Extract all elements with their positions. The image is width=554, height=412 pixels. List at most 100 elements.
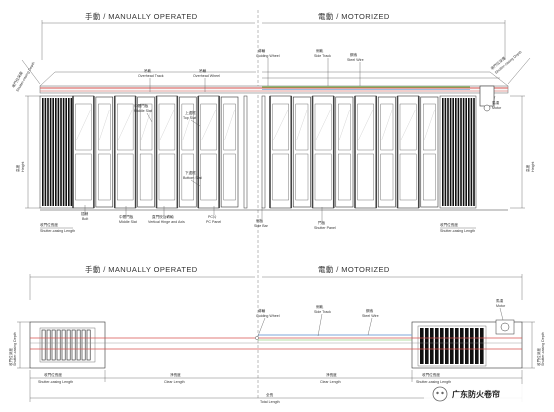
plan-slat (61, 329, 66, 361)
folding-panel (354, 95, 377, 209)
plan-slat (425, 328, 429, 364)
plan-slat (46, 329, 51, 361)
label-steel-wire-en: Steel Wire (347, 58, 364, 62)
hinge-bar (72, 96, 74, 208)
label-overhead-track-en: Overhead Track (138, 74, 164, 78)
folding-panel (218, 96, 239, 208)
label-pc-panel-cn: PC片 (208, 214, 217, 219)
watermark: 广东防火卷帘 (424, 384, 546, 404)
casing-slat (70, 98, 73, 206)
plan-casing-length-left-cn: 收門位長度 (44, 372, 62, 377)
hinge-bar (311, 96, 314, 208)
top-casing-perspective (39, 71, 509, 87)
top-height-right-en: Height (531, 162, 535, 172)
plan-casing-depth-right-en: Shutter-casing Depth (541, 332, 545, 366)
plan-label-guiding-wheel-cn: 導輪 (258, 308, 266, 313)
plan-slat (51, 329, 56, 361)
plan-slat (450, 328, 454, 364)
hinge-bar (332, 96, 335, 208)
folding-panel (269, 95, 292, 209)
folding-panel (93, 96, 114, 208)
casing-slat (447, 98, 449, 206)
pc-pane-upper (338, 103, 351, 151)
plan-clear-length-right-cn: 淨長度 (326, 372, 337, 377)
pc-pane-lower (357, 153, 374, 201)
top-overhead-track (39, 85, 509, 94)
folding-panel (290, 96, 311, 208)
label-top-slat-cn: 上邊框 (185, 110, 196, 115)
plan-casing-length-left-en: Shutter-casing Length (38, 380, 73, 384)
pc-pane-lower (139, 153, 153, 201)
pc-pane-lower (158, 153, 176, 201)
casing-slat (457, 98, 460, 206)
plan-slat (56, 329, 61, 361)
glass-glint (358, 109, 373, 141)
casing-slat (65, 98, 67, 206)
plan-slat (460, 328, 464, 364)
top-left-dimensions (21, 59, 41, 209)
plan-slat (445, 328, 449, 364)
top-height-right-cn: 高度 (525, 164, 530, 172)
hinge-bar (176, 96, 179, 208)
casing-slat (42, 98, 44, 206)
label-middle-slat-cn: 中間門板 (134, 103, 149, 108)
pc-pane-upper (117, 103, 134, 151)
plan-casing-depth-left-cn: 收門位深度 (8, 348, 13, 366)
pc-pane-lower (423, 153, 436, 201)
label-overhead-track-cn: 吊軌 (144, 68, 152, 73)
hinge-bar (354, 96, 356, 208)
glass-glint (99, 109, 110, 141)
label-bolt-en: Bolt (82, 217, 88, 221)
casing-slat (62, 98, 65, 206)
hinge-bar (218, 96, 220, 208)
label-pc-panel-en: PC Panel (206, 220, 221, 224)
plan-slat (66, 329, 71, 361)
glass-glint (400, 109, 416, 141)
hinge-bar (290, 96, 293, 208)
pc-pane-lower (98, 153, 111, 201)
plan-slat (41, 329, 46, 361)
plan-slat (480, 328, 484, 364)
plan-slat (420, 328, 424, 364)
pc-pane-lower (338, 153, 351, 201)
plan-motor-header: 電動 / MOTORIZED (318, 265, 390, 274)
casing-slat (449, 98, 452, 206)
plan-slat (475, 328, 479, 364)
label-vertical-hinge-en: Vertical Hinge and Axis (148, 220, 185, 224)
hinge-bar (269, 96, 271, 208)
plan-side-dimensions (17, 321, 535, 369)
casing-slat (470, 98, 473, 206)
pc-pane-lower (200, 153, 217, 201)
label-overhead-wheel-en: Overhead Wheel (193, 74, 220, 78)
top-motor-header: 電動 / MOTORIZED (318, 12, 390, 21)
casing-slat (55, 98, 57, 206)
top-height-left-cn: 高度 (15, 164, 20, 172)
hinge-bar (417, 96, 420, 208)
plan-slat (76, 329, 81, 361)
pc-pane-upper (314, 103, 332, 151)
top-left-shutter-casing (39, 95, 74, 209)
top-motor-panels (243, 95, 439, 209)
label-middle-slat-2-en: Middle Slat (119, 220, 137, 224)
label-side-bar-cn: 側板 (256, 218, 264, 223)
hinge-bar (375, 96, 378, 208)
casing-slat (462, 98, 465, 206)
top-casing-length-left-cn: 收門位長度 (40, 222, 58, 227)
label-shutter-panel-en: Shutter Panel (314, 226, 336, 230)
plan-leader-lines (257, 307, 504, 337)
casing-slat (473, 98, 475, 206)
label-middle-slat-en: Middle Slat (134, 109, 152, 113)
label-side-track-en: Side Track (314, 54, 331, 58)
top-casing-length-right-en: Shutter-casing Length (440, 229, 475, 233)
plan-label-guiding-wheel-en: Guiding Wheel (256, 314, 280, 318)
label-bottom-slat-cn: 下邊框 (185, 170, 196, 175)
glass-glint (339, 109, 350, 141)
top-right-shutter-casing (439, 95, 477, 209)
pc-pane-lower (399, 153, 417, 201)
plan-label-steel-wire-cn: 鋼索 (366, 308, 374, 313)
side-bar-right (261, 95, 266, 209)
hinge-bar (113, 96, 116, 208)
casing-slat (465, 98, 467, 206)
label-bottom-slat-en: Bottom Slat (183, 176, 202, 180)
plan-clear-length-right-en: Clear Length (320, 380, 341, 384)
